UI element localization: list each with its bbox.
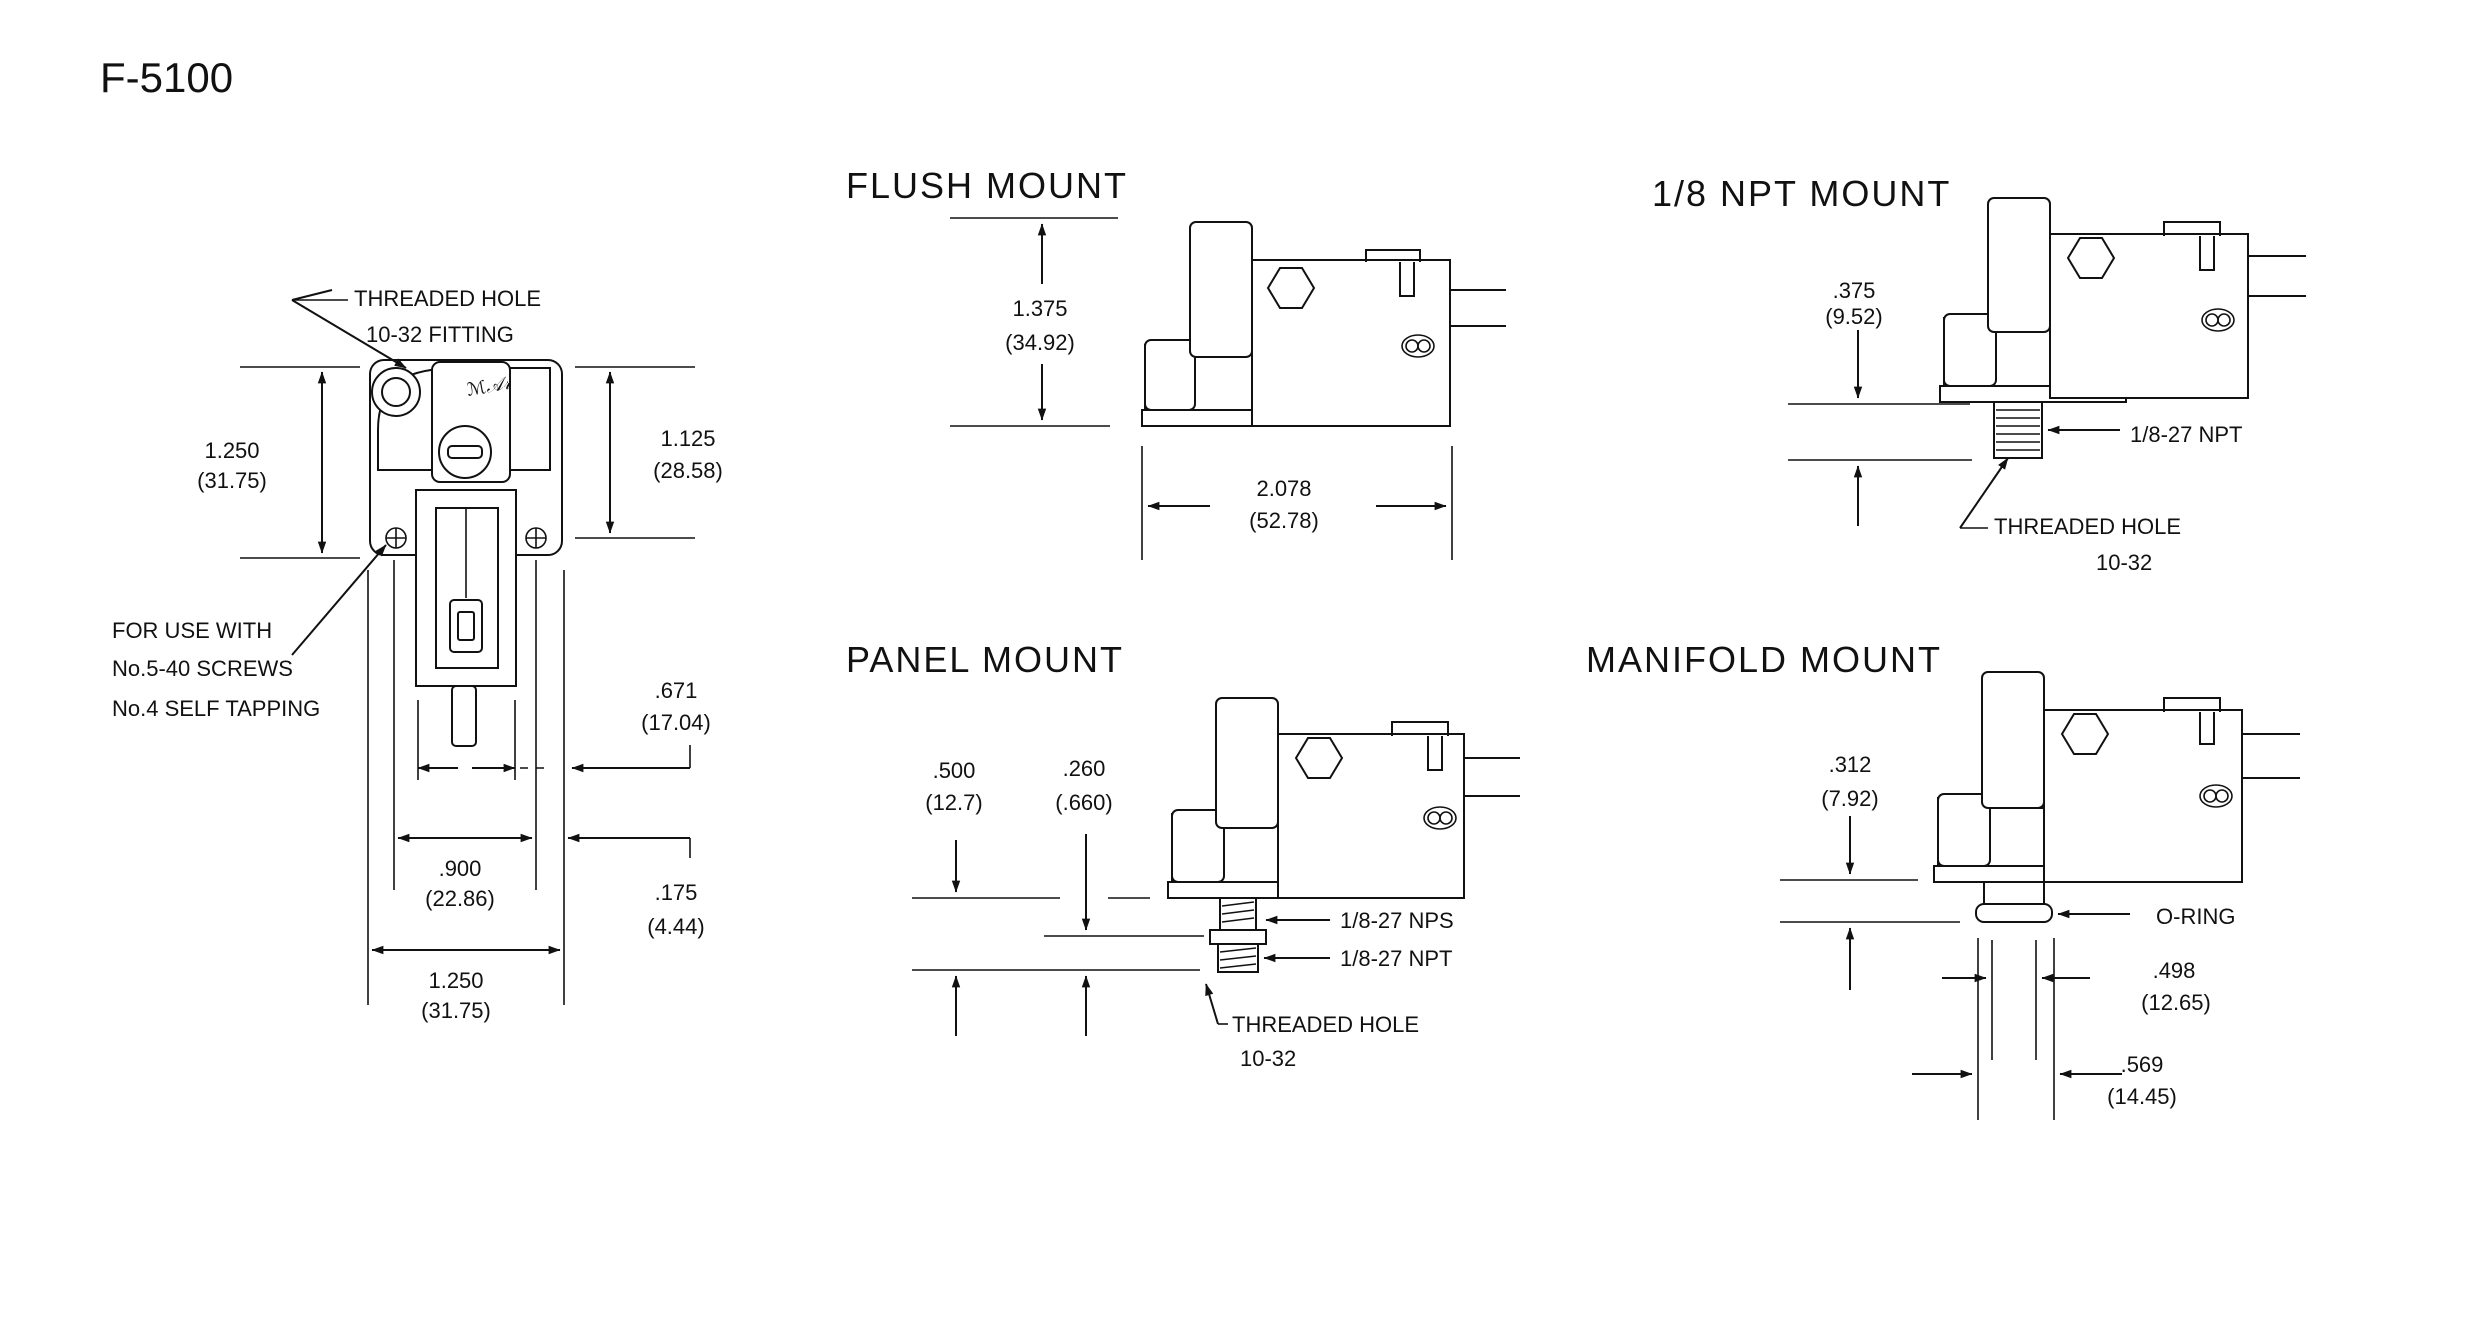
panel-dim2-value: .260 [1063,756,1106,781]
manifold-dim2-value: .498 [2153,958,2196,983]
npt-dim-value: .375 [1833,278,1876,303]
screws-note-line1: FOR USE WITH [112,618,272,643]
npt-lower-block [1943,313,1997,387]
offset-mm: (4.44) [647,914,704,939]
manifold-boss [1983,881,2045,905]
panel-nut [1209,929,1267,945]
panel-dim2-mm: (.660) [1055,790,1112,815]
panel-tower [1215,697,1279,829]
threaded-hole-label: THREADED HOLE [354,286,541,311]
offset-value: .175 [655,880,698,905]
flush-tower [1189,221,1253,358]
flush-mount-title: FLUSH MOUNT [846,165,1128,206]
hole-spacing-mm: (22.86) [425,886,495,911]
npt-hex-nut [2066,237,2116,279]
manifold-mount-view [1780,671,2300,1120]
threaded-hole-inner [381,377,411,407]
npt-dim-mm: (9.52) [1825,304,1882,329]
manifold-dim3-mm: (14.45) [2107,1084,2177,1109]
screws-note-line3: No.4 SELF TAPPING [112,696,320,721]
npt-hole-label: THREADED HOLE [1994,514,2181,539]
manifold-mount-title: MANIFOLD MOUNT [1586,639,1942,680]
npt-hole-size: 10-32 [2096,550,2152,575]
manifold-dim-value: .312 [1829,752,1872,777]
adjuster-slot [447,445,483,459]
screws-note-line2: No.5-40 SCREWS [112,656,293,681]
panel-lower-block [1171,809,1225,883]
height-right-mm: (28.58) [653,458,723,483]
height-left-mm: (31.75) [197,468,267,493]
terminal-tab-inner [457,611,475,641]
panel-dim1-value: .500 [933,758,976,783]
manifold-dim3-value: .569 [2121,1052,2164,1077]
npt-mount-view [1788,197,2306,529]
panel-hole-size: 10-32 [1240,1046,1296,1071]
switch-terminal [451,685,477,747]
panel-hole-label: THREADED HOLE [1232,1012,1419,1037]
panel-mount-view [912,697,1520,1036]
manifold-dim2-mm: (12.65) [2141,990,2211,1015]
o-ring-label: O-RING [2156,904,2235,929]
hole-spacing-value: .900 [439,856,482,881]
flush-height-value: 1.375 [1012,296,1067,321]
o-ring [1975,903,2053,923]
manifold-dim-mm: (7.92) [1821,786,1878,811]
front-view: ℳ𝒜𝓇 [240,289,695,1005]
flush-mount-view [950,217,1506,560]
npt-thread-label: 1/8-27 NPT [2130,422,2243,447]
flush-height-mm: (34.92) [1005,330,1075,355]
manifold-hex-nut [2060,713,2110,755]
flush-length-value: 2.078 [1256,476,1311,501]
panel-nps-label: 1/8-27 NPS [1340,908,1454,933]
drawing-title: F-5100 [100,54,233,101]
terminal-width-value: .671 [655,678,698,703]
terminal-width-mm: (17.04) [641,710,711,735]
mounting-hole-left [385,527,407,549]
panel-mount-title: PANEL MOUNT [846,639,1124,680]
manifold-lower-block [1937,793,1991,867]
flush-length-mm: (52.78) [1249,508,1319,533]
flush-lower-block [1144,339,1196,411]
height-right-value: 1.125 [660,426,715,451]
panel-dim1-mm: (12.7) [925,790,982,815]
flush-hex-nut [1266,267,1316,309]
overall-width-mm: (31.75) [421,998,491,1023]
mounting-hole-right [525,527,547,549]
height-left-value: 1.250 [204,438,259,463]
npt-mount-title: 1/8 NPT MOUNT [1652,173,1951,214]
panel-npt-label: 1/8-27 NPT [1340,946,1453,971]
npt-tower [1987,197,2051,333]
overall-width-value: 1.250 [428,968,483,993]
threaded-hole-fitting: 10-32 FITTING [366,322,514,347]
npt-thread [1993,401,2043,459]
panel-hex-nut [1294,737,1344,779]
manifold-tower [1981,671,2045,809]
